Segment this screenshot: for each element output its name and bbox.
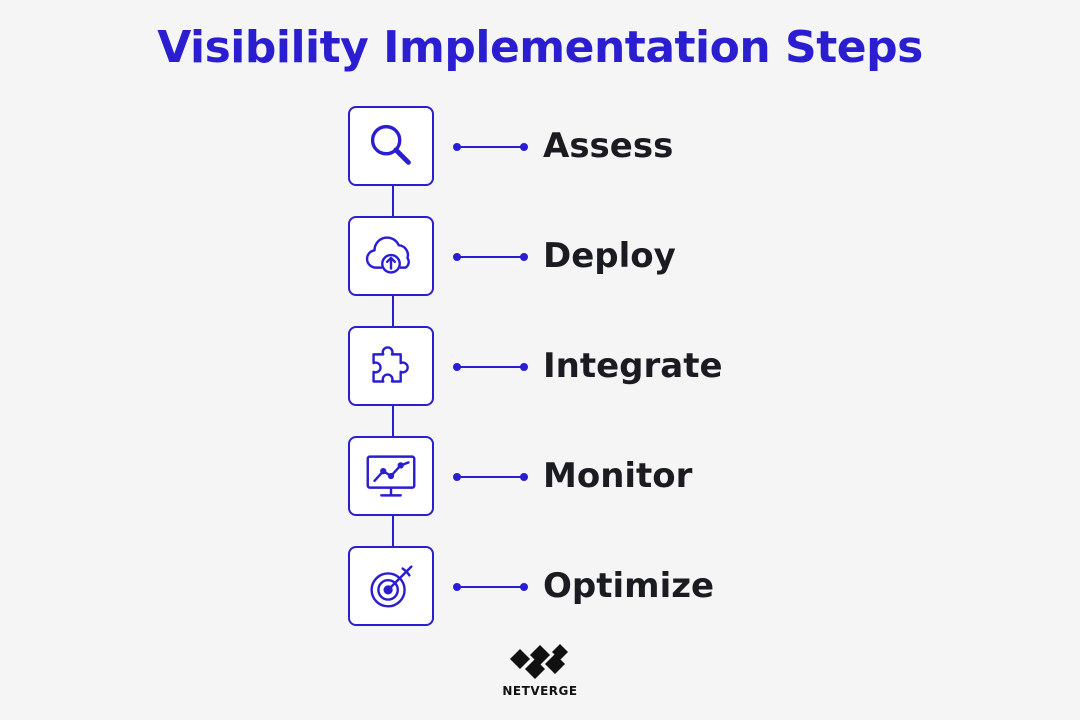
step-connector: [392, 516, 394, 548]
step-icon-box: [348, 106, 434, 186]
monitor-chart-icon: [366, 455, 416, 497]
step-connector: [392, 406, 394, 438]
step-label: Assess: [543, 126, 674, 166]
connector-dot: [520, 253, 528, 261]
connector-line: [456, 476, 524, 478]
logo-text: NETVERGE: [502, 684, 578, 698]
puzzle-piece-icon: [372, 346, 409, 383]
diamond-logo-icon: [510, 644, 568, 679]
step-label: Deploy: [543, 236, 676, 276]
connector-dot: [520, 363, 528, 371]
connector-line: [456, 256, 524, 258]
step-connector: [392, 296, 394, 328]
step-label: Integrate: [543, 346, 723, 386]
magnifier-icon: [370, 124, 411, 165]
step-icon-box: [348, 546, 434, 626]
step-icon-box: [348, 216, 434, 296]
step-icon-box: [348, 436, 434, 516]
target-arrow-icon: [370, 565, 413, 608]
connector-line: [456, 366, 524, 368]
connector-line: [456, 586, 524, 588]
connector-line: [456, 146, 524, 148]
step-optimize: Optimize: [348, 546, 768, 630]
cloud-upload-icon: [365, 236, 410, 274]
step-label: Monitor: [543, 456, 693, 496]
connector-dot: [520, 143, 528, 151]
connector-dot: [520, 583, 528, 591]
step-monitor: Monitor: [348, 436, 768, 520]
step-label: Optimize: [543, 566, 715, 606]
page-title: Visibility Implementation Steps: [157, 22, 923, 73]
brand-logo: NETVERGE: [490, 642, 590, 698]
step-icon-box: [348, 326, 434, 406]
step-deploy: Deploy: [348, 216, 768, 300]
connector-dot: [520, 473, 528, 481]
step-assess: Assess: [348, 106, 768, 190]
step-connector: [392, 186, 394, 218]
step-integrate: Integrate: [348, 326, 768, 410]
